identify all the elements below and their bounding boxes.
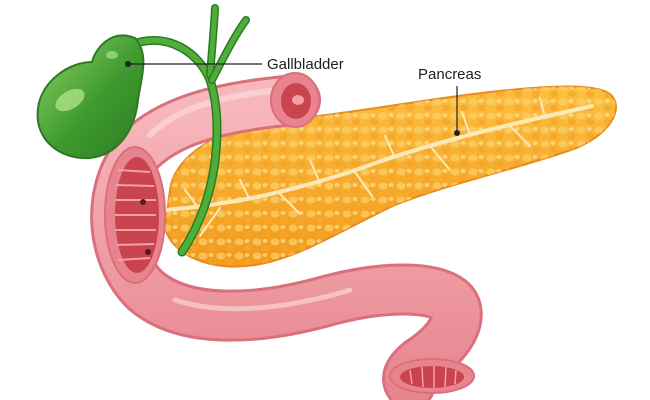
label-gallbladder: Gallbladder <box>267 56 344 73</box>
bile-ducts <box>125 4 250 257</box>
label-pancreas: Pancreas <box>418 66 481 83</box>
label-pancreas-group: Pancreas <box>418 66 481 136</box>
pancreatic-duct <box>163 97 594 237</box>
duodenum-highlight <box>147 87 283 138</box>
duodenum-highlight-lower <box>172 287 353 312</box>
duodenum-tube <box>93 77 480 400</box>
pancreas-leader-dot <box>454 130 460 136</box>
duodenum-lower-opening <box>389 358 475 394</box>
label-gallbladder-group: Gallbladder <box>125 56 344 73</box>
duodenum-upper-opening <box>270 72 320 128</box>
gallbladder-highlight <box>55 88 85 112</box>
gallbladder-leader-dot <box>125 61 131 67</box>
duodenum <box>90 72 483 400</box>
pancreas <box>163 85 617 268</box>
duodenum-cross-section <box>104 146 166 284</box>
gallbladder <box>36 34 145 160</box>
gallbladder-sac <box>36 34 145 160</box>
pancreas-texture <box>165 86 616 267</box>
